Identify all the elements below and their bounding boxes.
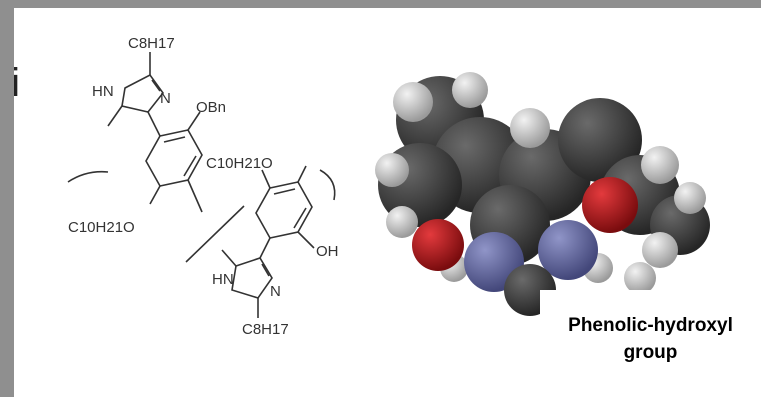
- top-imidazole-double-bond: [151, 79, 161, 92]
- upper-methyl-bond: [187, 179, 203, 213]
- top-n-label: N: [160, 90, 171, 107]
- lower-link-bond: [259, 237, 271, 259]
- right-bracket-arc: [319, 169, 336, 201]
- linker-bond: [185, 205, 245, 263]
- phenolic-hydroxyl-annotation: Phenolic-hydroxyl group: [540, 312, 761, 366]
- hydrogen-atom: [386, 206, 418, 238]
- annotation-background: [540, 290, 761, 390]
- top-chain-label: C8H17: [128, 35, 175, 52]
- bottom-imidazole-double-bond: [261, 263, 270, 277]
- bottom-methyl-bond: [221, 249, 237, 267]
- mid-oxygen-bond: [261, 169, 271, 189]
- bottom-nh-label: HN: [212, 271, 234, 288]
- top-link-bond: [147, 111, 161, 137]
- hydrogen-atom: [452, 72, 488, 108]
- annotation-line-1: Phenolic-hydroxyl: [568, 315, 733, 336]
- oxygen-atom: [582, 177, 638, 233]
- left-border: [0, 8, 14, 397]
- model-atoms: [375, 72, 710, 316]
- top-imidazole-ring: [121, 73, 165, 113]
- lower-benzene-double-2: [293, 207, 307, 229]
- obn-bond: [187, 111, 201, 131]
- hydrogen-atom: [641, 146, 679, 184]
- hydrogen-atom: [642, 232, 678, 268]
- bottom-n-label: N: [270, 283, 281, 300]
- upper-benzene-double-1: [163, 136, 186, 143]
- nitrogen-atom: [538, 220, 598, 280]
- oh-bond: [297, 231, 315, 249]
- mid-chain-label: C10H21O: [206, 155, 273, 172]
- annotation-line-2: group: [623, 342, 678, 363]
- hydrogen-atom: [393, 82, 433, 122]
- hydrogen-atom: [674, 182, 706, 214]
- top-nh-label: HN: [92, 83, 114, 100]
- top-methyl-bond: [107, 105, 123, 127]
- oh-label: OH: [316, 243, 339, 260]
- lower-benzene-double-1: [273, 188, 296, 195]
- bottom-chain-label: C8H17: [242, 321, 289, 338]
- bottom-imidazole-ring: [231, 257, 273, 299]
- hydrogen-atom: [510, 108, 550, 148]
- obn-label: OBn: [196, 99, 226, 116]
- left-bracket-arc: [67, 170, 109, 183]
- hydrogen-atom: [375, 153, 409, 187]
- oxygen-atom: [412, 219, 464, 271]
- left-chain-label: C10H21O: [68, 219, 135, 236]
- left-oxygen-bond: [149, 185, 161, 205]
- upper-benzene-double-2: [183, 155, 197, 177]
- lower-methyl-bond: [297, 165, 307, 183]
- hydrogen-atom: [624, 262, 656, 294]
